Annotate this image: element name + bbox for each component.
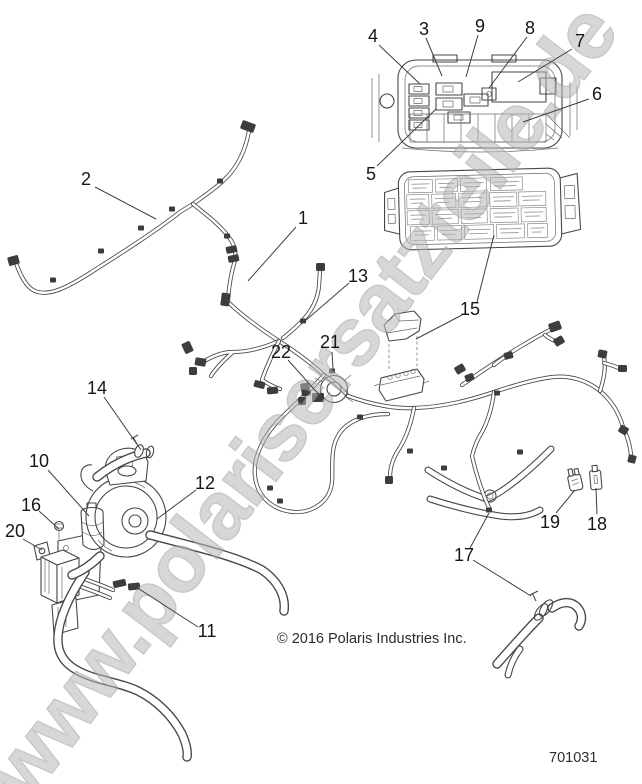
connector	[181, 341, 194, 354]
connector	[618, 365, 627, 372]
fuse-label-cell	[458, 192, 488, 208]
fuse-label-cell	[406, 209, 430, 226]
connector	[194, 357, 207, 367]
fuse-box-upper	[371, 54, 578, 153]
connector	[553, 335, 565, 347]
harness-clips	[50, 178, 523, 513]
connector	[300, 382, 311, 397]
hose-clamp	[529, 590, 554, 621]
connector	[220, 292, 231, 307]
fuse-label-mark	[467, 228, 491, 231]
fuse-label-cell	[410, 225, 436, 242]
fuse-label-cell	[496, 223, 526, 239]
connector	[127, 582, 141, 591]
fuse-label-mark	[499, 227, 522, 230]
fuse-label-cell	[489, 207, 519, 224]
fuse-label-cell	[407, 178, 433, 194]
fuse-label-cell	[520, 206, 547, 223]
clip	[98, 248, 104, 254]
fuse-label-cell	[460, 208, 488, 224]
clip	[407, 448, 413, 454]
fuse-label-mark	[461, 196, 484, 199]
clip	[517, 449, 523, 455]
fuse-label-cell	[406, 193, 430, 210]
clip	[441, 465, 447, 471]
connector	[298, 397, 306, 405]
clip	[494, 390, 500, 396]
connector	[454, 363, 466, 375]
fuse-label-cell	[431, 209, 459, 225]
clip	[486, 507, 492, 513]
connector	[627, 454, 637, 464]
fuse-label-cell	[489, 176, 523, 192]
sensor-bolt	[53, 520, 65, 540]
connector-cap-18	[589, 464, 603, 491]
clip	[277, 498, 283, 504]
fuse-label-mark	[493, 181, 520, 183]
fuse-label-cell	[437, 225, 463, 241]
clip	[217, 178, 223, 184]
fuse-label-cell	[527, 222, 549, 239]
clamp-tube	[497, 590, 581, 679]
terminal-ribs	[401, 113, 571, 153]
fuse-label-cell	[489, 191, 518, 208]
connector	[240, 120, 256, 133]
connector	[7, 255, 20, 266]
fuse-label-cell	[464, 224, 495, 240]
clip	[357, 414, 363, 420]
clip	[138, 225, 144, 231]
fuse-label-cell	[434, 178, 458, 193]
empty-bay	[491, 71, 547, 103]
clip	[267, 485, 273, 491]
connector	[464, 373, 475, 382]
connector	[503, 351, 514, 360]
connector	[385, 476, 393, 484]
fuse-holder	[373, 368, 430, 402]
clip	[224, 233, 230, 239]
connector	[253, 380, 266, 389]
part-number: 701031	[549, 750, 598, 766]
relay-assembly	[33, 502, 113, 636]
connector	[548, 320, 562, 333]
fuse-label-mark	[492, 196, 514, 198]
clip	[329, 368, 335, 374]
connector	[597, 349, 608, 359]
fuse-label-mark	[463, 181, 484, 184]
connector	[112, 579, 127, 588]
connector	[189, 367, 197, 375]
fuse-label-mark	[493, 212, 516, 214]
chassis-harness	[16, 131, 249, 299]
fuse-label-mark	[464, 212, 485, 215]
connector	[316, 263, 325, 271]
fuse-label-cell	[518, 190, 547, 207]
connector	[266, 386, 279, 395]
copyright-text: © 2016 Polaris Industries Inc.	[277, 631, 467, 647]
connector-cap-19	[567, 467, 584, 492]
fuse-label-mark	[435, 213, 456, 216]
fuse-labels-grid	[406, 176, 549, 242]
ecu-module	[383, 310, 422, 371]
pod-ear	[80, 464, 94, 492]
connector	[225, 245, 238, 254]
fuse-label-cell	[431, 193, 457, 209]
clip	[50, 277, 56, 283]
connector	[312, 393, 324, 402]
connector	[618, 424, 629, 436]
connector	[227, 254, 240, 263]
clip	[169, 206, 175, 212]
fuse-slots	[408, 82, 489, 131]
fuse-box-lower	[384, 167, 582, 251]
clip	[300, 318, 306, 324]
fuse-label-mark	[521, 195, 543, 197]
fuse-label-cell	[459, 177, 487, 192]
fuse-label-mark	[494, 185, 517, 187]
